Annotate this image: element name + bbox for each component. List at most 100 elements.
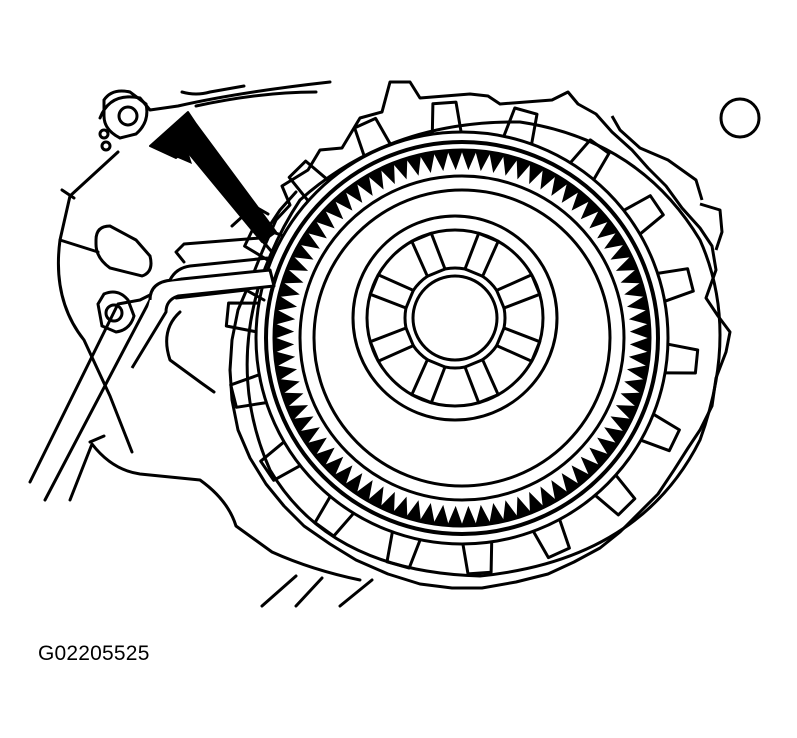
housing-rib: [224, 301, 260, 334]
gear-rings: [254, 130, 670, 546]
hub-spokes: [368, 231, 542, 405]
gear-tooth: [604, 427, 627, 446]
gear-tooth: [405, 153, 422, 176]
gear-tooth: [489, 502, 506, 525]
gear-tooth: [432, 149, 450, 172]
gear-tooth: [502, 153, 519, 176]
gear-tooth: [297, 230, 320, 249]
gear-tooth: [275, 365, 298, 382]
gear-tooth: [516, 157, 532, 180]
gear-tooth: [589, 208, 611, 229]
gear-tooth: [571, 465, 592, 487]
gear-tooth: [446, 505, 464, 527]
housing-rib: [287, 159, 330, 202]
gear-tooth: [418, 502, 435, 525]
hub-spoke: [463, 358, 500, 405]
gear-tooth: [273, 350, 296, 368]
gear-tooth: [629, 336, 651, 354]
hub-spoke: [495, 273, 542, 310]
gear-tooth: [332, 465, 353, 487]
gear-tooth: [629, 322, 651, 340]
gear-tooth: [343, 181, 363, 203]
hub-spoke: [410, 231, 447, 278]
housing-rib: [569, 138, 611, 181]
gear-tooth: [392, 157, 408, 180]
gear-tooth: [446, 149, 464, 171]
gear-tooth: [460, 505, 478, 527]
gear-tooth: [379, 161, 395, 185]
hub-spoke: [495, 326, 542, 363]
gear-tooth: [604, 230, 627, 249]
gear-tooth: [597, 437, 619, 457]
hub-spoke: [368, 273, 415, 310]
gear-tooth: [313, 447, 335, 468]
gear-tooth: [379, 491, 395, 515]
gear-tooth: [392, 496, 408, 519]
gear-tooth: [474, 504, 492, 527]
gear-tooth: [273, 308, 296, 326]
outer-ring-ribs: [224, 100, 700, 576]
mounting-lugs: [94, 89, 761, 334]
gear-tooth: [529, 161, 545, 185]
gear-tooth: [620, 268, 643, 284]
gear-tooth: [332, 189, 353, 211]
gear-tooth: [275, 294, 298, 311]
gear-tooth: [405, 500, 422, 523]
gear-tooth: [291, 416, 314, 434]
gear-tooth: [624, 281, 647, 298]
gear-tooth: [615, 405, 639, 421]
gear-tooth: [628, 308, 651, 326]
housing-rib: [229, 373, 267, 409]
gear-tooth: [366, 486, 384, 509]
gear-tooth: [285, 405, 309, 421]
gear-tooth: [615, 255, 639, 271]
gear-tooth: [277, 378, 300, 395]
housing-rib: [622, 194, 665, 236]
gear-tooth: [297, 427, 320, 446]
gear-tooth: [285, 255, 309, 271]
gear-tooth: [502, 500, 519, 523]
gear-tooth: [432, 504, 450, 527]
hub-spoke: [368, 326, 415, 363]
housing-rib: [640, 412, 681, 453]
housing-rib: [313, 495, 355, 538]
housing-rib: [594, 474, 637, 517]
housing-rib: [259, 440, 302, 482]
gear-tooth: [281, 268, 304, 284]
housing-rib: [531, 518, 571, 560]
gear-tooth: [561, 473, 581, 495]
gear-tooth: [474, 149, 492, 172]
gear-tooth: [489, 151, 506, 174]
figure-caption: G02205525: [38, 642, 150, 665]
gear-tooth: [571, 189, 592, 211]
housing-rib: [657, 267, 695, 303]
housing-rib: [461, 541, 494, 576]
gear-tooth: [281, 392, 304, 408]
hub-spoke: [410, 358, 447, 405]
gear-tooth: [589, 447, 611, 468]
gear-tooth: [620, 392, 643, 408]
gear-tooth: [305, 437, 327, 457]
gear-hub: [351, 214, 559, 422]
gear-tooth: [551, 480, 570, 503]
gear-tooth: [626, 365, 649, 382]
gear-tooth: [277, 281, 300, 298]
gear-tooth: [322, 456, 344, 478]
gear-tooth: [610, 242, 633, 260]
gear-tooth: [418, 151, 435, 174]
internal-gear-teeth: [273, 149, 651, 527]
gear-tooth: [313, 208, 335, 229]
gear-tooth: [551, 173, 570, 196]
gear-tooth: [580, 456, 602, 478]
gear-tooth: [305, 219, 327, 239]
gear-tooth: [561, 181, 581, 203]
gear-tooth: [626, 294, 649, 311]
gear-tooth: [460, 149, 478, 171]
gear-tooth: [597, 219, 619, 239]
housing-rib: [664, 342, 700, 375]
gear-tooth: [354, 480, 373, 503]
gear-tooth: [273, 322, 295, 340]
snap-ring-clip: [130, 256, 276, 369]
housing-rib: [502, 106, 539, 145]
